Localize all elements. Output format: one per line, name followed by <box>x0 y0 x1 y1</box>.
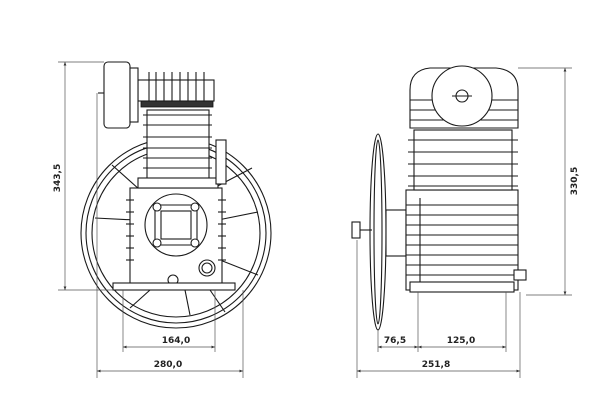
pulley <box>351 133 407 331</box>
side-crankcase <box>405 189 527 293</box>
front-dimensions <box>58 61 244 378</box>
front-view: 343,5 164,0 280,0 <box>53 61 272 378</box>
oil-filler <box>198 259 216 277</box>
side-view: 330,5 76,5 125,0 251,8 <box>351 65 580 378</box>
dim-inner-width: 164,0 <box>162 336 190 346</box>
dim-overall-width-side: 251,8 <box>422 360 450 370</box>
side-dimensions <box>356 67 572 378</box>
side-head <box>409 65 519 129</box>
side-cylinder <box>408 129 518 191</box>
dim-pulley-offset: 76,5 <box>384 336 406 346</box>
dim-height-front: 343,5 <box>53 164 63 192</box>
cylinder-head <box>137 72 215 108</box>
crankcase <box>112 187 236 291</box>
air-filter <box>98 61 139 129</box>
dim-body-width: 125,0 <box>447 336 475 346</box>
dim-height-side: 330,5 <box>570 167 580 195</box>
base-plate <box>112 282 236 291</box>
dim-overall-width-front: 280,0 <box>154 360 182 370</box>
cylinder <box>137 109 227 189</box>
side-valve <box>513 269 527 281</box>
bracket <box>215 139 227 185</box>
